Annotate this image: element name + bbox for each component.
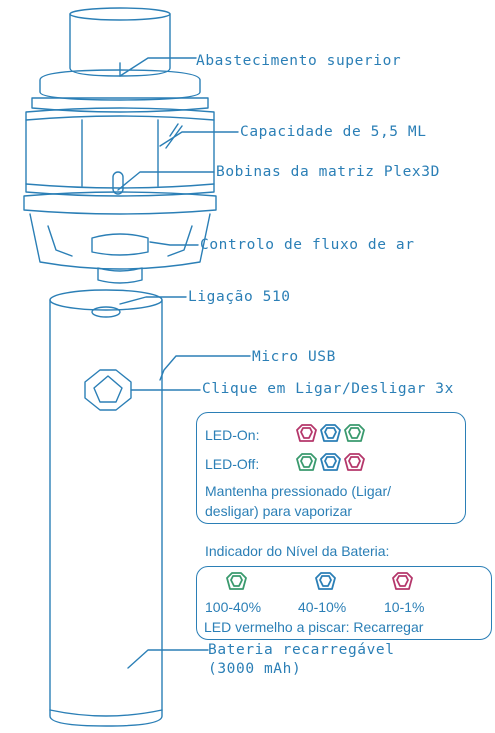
battery-body: [49, 289, 163, 727]
label-click-power: Clique em Ligar/Desligar 3x: [202, 381, 454, 397]
label-connection: Ligação 510: [188, 289, 291, 305]
top-cap: [31, 69, 209, 113]
blink-recharge-note: LED vermelho a piscar: Recarregar: [204, 619, 424, 635]
led-on-icon-blue: [320, 424, 341, 442]
label-battery-line1: Bateria recarregável: [208, 642, 395, 658]
led-off-icon-blue: [320, 453, 341, 471]
label-capacity: Capacidade de 5,5 ML: [240, 124, 427, 140]
label-coils: Bobinas da matriz Plex3D: [216, 164, 440, 180]
battery-level-icon-blue: [315, 572, 336, 590]
glass-tank: [25, 107, 215, 197]
led-on-icon-red: [296, 424, 317, 442]
battery-level-icon-red: [392, 572, 413, 590]
hold-instruction-line1: Mantenha pressionado (Ligar/: [205, 483, 392, 499]
led-on-label: LED-On:: [205, 427, 260, 443]
battery-level-label-high: 100-40%: [205, 599, 262, 615]
battery-level-icon-green: [226, 572, 247, 590]
label-top-fill: Abastecimento superior: [196, 53, 402, 69]
label-battery-line2: (3000 mAh): [208, 661, 302, 677]
drip-tip: [69, 7, 171, 77]
led-off-icon-green: [296, 453, 317, 471]
led-off-icon-red: [344, 453, 365, 471]
battery-indicator-title: Indicador do Nível da Bateria:: [205, 543, 390, 559]
battery-indicator-box: [196, 566, 492, 640]
led-on-icon-green: [344, 424, 365, 442]
leader-lines: [117, 57, 251, 669]
battery-level-label-low: 10-1%: [384, 599, 425, 615]
tank-base: [23, 191, 217, 284]
led-off-label: LED-Off:: [205, 456, 260, 472]
label-micro-usb: Micro USB: [252, 349, 336, 365]
hold-instruction-line2: desligar) para vaporizar: [205, 503, 353, 519]
battery-level-label-mid: 40-10%: [298, 599, 347, 615]
label-airflow: Controlo de fluxo de ar: [200, 237, 415, 253]
led-info-box: [196, 412, 466, 524]
